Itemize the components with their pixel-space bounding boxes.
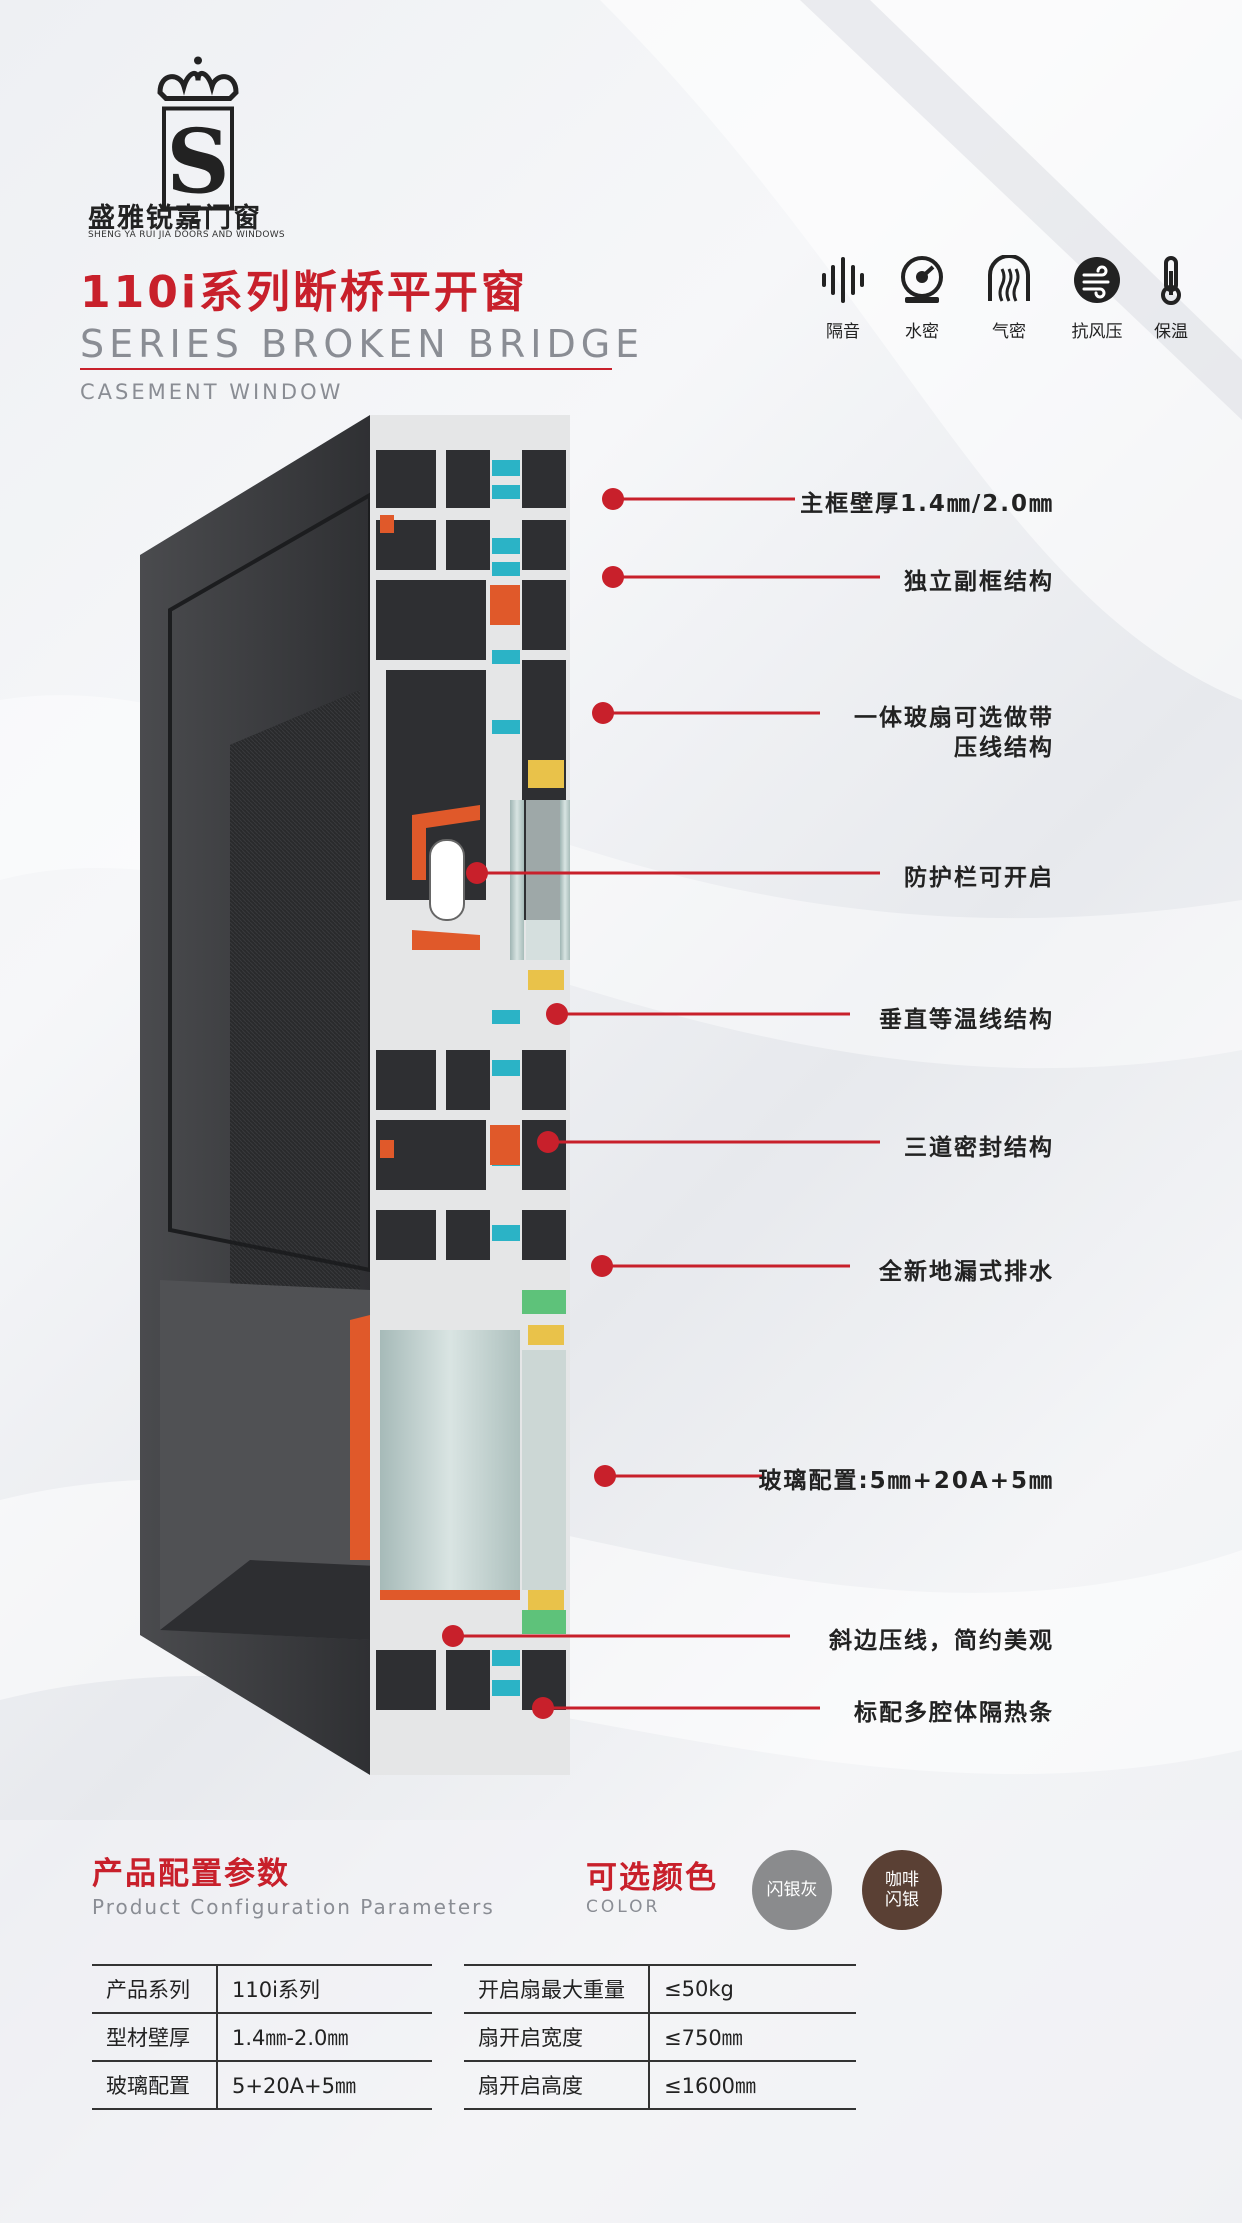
brand-subtitle: SHENG YA RUI JIA DOORS AND WINDOWS bbox=[88, 230, 285, 240]
title-underline bbox=[80, 368, 612, 370]
table-row: 开启扇最大重量≤50kg bbox=[464, 1964, 856, 2014]
page-subtitle-en: CASEMENT WINDOW bbox=[80, 380, 344, 404]
callout-glass-sash-line2: 压线结构 bbox=[954, 735, 1054, 761]
feature-label: 隔音 bbox=[826, 322, 860, 342]
water-seal-icon bbox=[901, 256, 943, 303]
params-title: 产品配置参数 bbox=[92, 1856, 290, 1892]
feature-label: 抗风压 bbox=[1071, 322, 1123, 342]
param-key: 扇开启宽度 bbox=[464, 2013, 650, 2062]
param-key: 型材壁厚 bbox=[92, 2013, 218, 2062]
page-title: 110i系列断桥平开窗 bbox=[80, 267, 528, 318]
feature-water: 水密 bbox=[882, 255, 962, 342]
color-subtitle: COLOR bbox=[586, 1897, 661, 1917]
callout-leader-lines bbox=[453, 497, 880, 1710]
feature-thermal: 保温 bbox=[1131, 255, 1211, 342]
page-title-en: SERIES BROKEN BRIDGE bbox=[80, 322, 645, 366]
callout-frame-thickness: 主框壁厚1.4㎜/2.0㎜ bbox=[800, 491, 1054, 517]
color-title: 可选颜色 bbox=[586, 1860, 718, 1896]
param-key: 开启扇最大重量 bbox=[464, 1964, 650, 2014]
callout-glass-sash: 一体玻扇可选做带 bbox=[854, 705, 1054, 731]
logo-letter: S bbox=[166, 110, 230, 214]
param-value: 110i系列 bbox=[217, 1964, 432, 2014]
callout-guardrail: 防护栏可开启 bbox=[904, 865, 1054, 891]
wind-pressure-icon bbox=[1074, 257, 1120, 303]
color-swatch-silver-grey[interactable]: 闪银灰 bbox=[752, 1850, 832, 1930]
feature-label: 保温 bbox=[1154, 322, 1188, 342]
callout-sub-frame: 独立副框结构 bbox=[904, 569, 1054, 595]
feature-label: 气密 bbox=[992, 322, 1026, 342]
param-key: 扇开启高度 bbox=[464, 2061, 650, 2110]
param-value: 1.4㎜-2.0㎜ bbox=[217, 2013, 432, 2062]
param-key: 玻璃配置 bbox=[92, 2061, 218, 2110]
feature-label: 水密 bbox=[905, 322, 939, 342]
params-subtitle: Product Configuration Parameters bbox=[92, 1895, 495, 1919]
param-key: 产品系列 bbox=[92, 1964, 218, 2014]
param-value: ≤1600㎜ bbox=[649, 2061, 856, 2110]
params-table-right: 开启扇最大重量≤50kg 扇开启宽度≤750㎜ 扇开启高度≤1600㎜ bbox=[464, 1964, 856, 2110]
brand-name: 盛雅锐嘉门窗 bbox=[88, 203, 262, 234]
swatch-label: 咖啡 闪银 bbox=[885, 1870, 919, 1910]
thermometer-icon bbox=[1161, 256, 1181, 305]
param-value: ≤750㎜ bbox=[649, 2013, 856, 2062]
window-cross-section-illustration bbox=[140, 415, 624, 1775]
callout-glass-config: 玻璃配置:5㎜+20A+5㎜ bbox=[758, 1468, 1054, 1494]
param-value: 5+20A+5㎜ bbox=[217, 2061, 432, 2110]
callout-isotherm: 垂直等温线结构 bbox=[879, 1007, 1054, 1033]
sound-insulation-icon bbox=[822, 257, 864, 303]
brand-logo: S bbox=[157, 56, 239, 214]
callout-drainage: 全新地漏式排水 bbox=[879, 1259, 1054, 1285]
feature-wind: 抗风压 bbox=[1057, 255, 1137, 342]
callout-triple-seal: 三道密封结构 bbox=[904, 1135, 1054, 1161]
param-value: ≤50kg bbox=[649, 1964, 856, 2014]
table-row: 扇开启宽度≤750㎜ bbox=[464, 2013, 856, 2062]
table-row: 扇开启高度≤1600㎜ bbox=[464, 2061, 856, 2110]
swatch-label: 闪银灰 bbox=[766, 1880, 818, 1900]
color-swatch-coffee-silver[interactable]: 咖啡 闪银 bbox=[862, 1850, 942, 1930]
air-seal-icon bbox=[988, 255, 1030, 302]
callout-insulation-strip: 标配多腔体隔热条 bbox=[854, 1700, 1054, 1726]
feature-air: 气密 bbox=[969, 255, 1049, 342]
callout-bead: 斜边压线，简约美观 bbox=[829, 1628, 1054, 1654]
feature-sound: 隔音 bbox=[803, 255, 883, 342]
